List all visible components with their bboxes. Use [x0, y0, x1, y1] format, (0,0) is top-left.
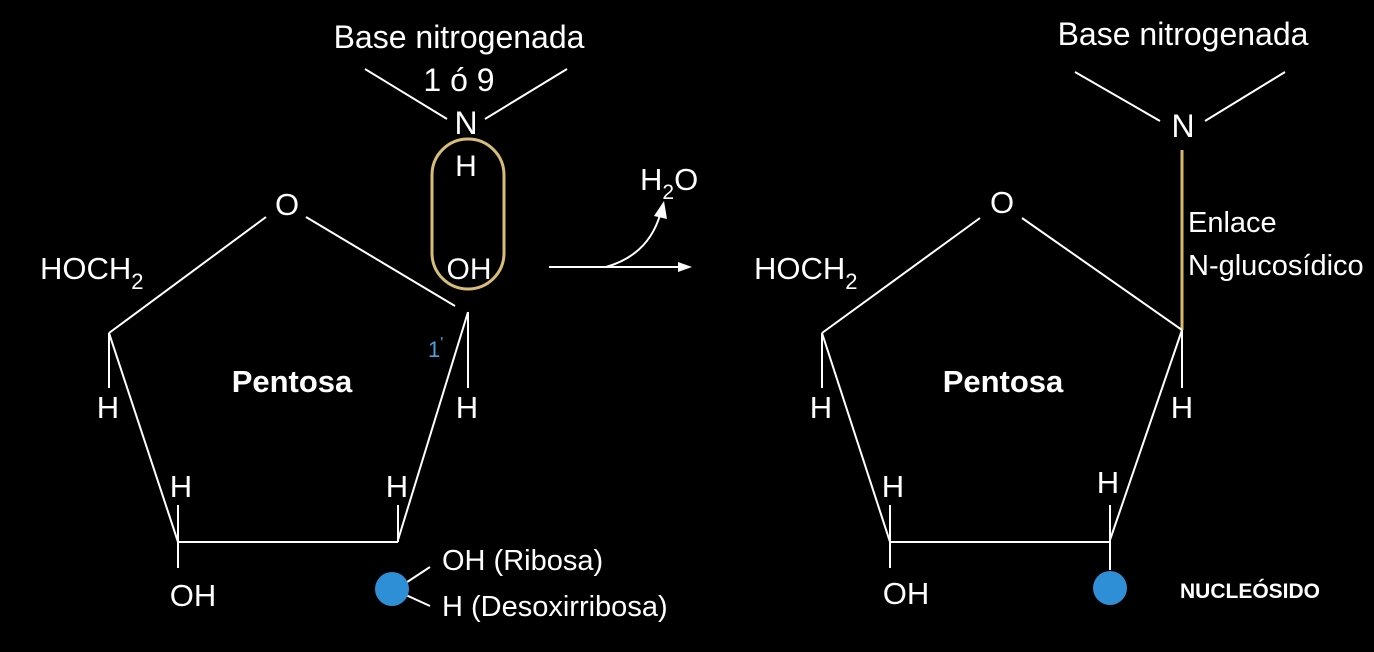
left-atom-n: N: [454, 105, 477, 141]
right-atom-o-ring: O: [990, 185, 1014, 220]
water-release-arrow: [605, 214, 661, 268]
water-o: O: [674, 162, 698, 197]
right-c2-marker: [1093, 571, 1127, 605]
bond-label-line2: N-glucosídico: [1188, 250, 1364, 282]
right-base-line-right: [1204, 71, 1286, 122]
water-h: H: [640, 162, 662, 197]
left-c2-marker: [375, 572, 409, 606]
water-release-arrow-head: [654, 201, 667, 219]
right-ring-bond-c4-o: [821, 217, 981, 334]
left-base-title: Base nitrogenada: [334, 19, 585, 55]
left-ring-bond-c3-c4: [108, 332, 179, 543]
left-atom-oh-right: OH: [447, 253, 492, 286]
right-product: Base nitrogenada N Enlace N-glucosídico …: [754, 16, 1364, 611]
left-oh-c3: OH: [170, 578, 217, 613]
left-base-line-right: [484, 68, 568, 120]
left-base-line-left: [364, 68, 448, 120]
product-label: NUCLEÓSIDO: [1180, 579, 1320, 603]
left-h-c3: H: [170, 469, 192, 504]
right-oh-c3: OH: [883, 576, 930, 611]
water-subscript: 2: [662, 181, 674, 204]
right-base-line-left: [1074, 71, 1161, 122]
left-h-c1: H: [456, 390, 478, 425]
right-atom-n: N: [1171, 108, 1194, 144]
left-oh-ribosa: OH (Ribosa): [442, 545, 603, 577]
reaction-arrow-group: H2O: [549, 162, 698, 272]
right-group-hoch2: HOCH2: [754, 251, 858, 294]
left-hoch-text: HOCH: [40, 251, 131, 286]
left-h-c4: H: [97, 390, 119, 425]
left-h-c2: H: [386, 469, 408, 504]
left-ring-bond-c4-o: [108, 216, 267, 334]
reaction-arrow-head: [678, 262, 692, 272]
bond-label-line1: Enlace: [1188, 207, 1277, 239]
water-molecule: H2O: [640, 162, 698, 204]
left-base-positions: 1 ó 9: [423, 62, 494, 98]
right-h-c3: H: [882, 469, 904, 504]
left-ring-bond-c1-c2: [397, 311, 469, 541]
right-ring-bond-c1-c2: [1109, 329, 1183, 541]
right-hoch-subscript: 2: [845, 269, 857, 294]
left-reactants: Base nitrogenada 1 ó 9 N H OH O HOCH2 1'…: [40, 19, 668, 623]
left-atom-h-top: H: [455, 150, 477, 183]
left-h-desoxirribosa: H (Desoxirribosa): [442, 591, 668, 623]
left-hoch-subscript: 2: [131, 269, 143, 294]
removed-atoms-highlight: [430, 137, 506, 291]
right-h-c4: H: [810, 390, 832, 425]
right-hoch-text: HOCH: [754, 251, 845, 286]
left-ring-label: Pentosa: [232, 364, 353, 399]
left-atom-o-ring: O: [275, 187, 299, 222]
left-ring-bond-o-c1: [305, 216, 456, 307]
right-ring-bond-c3-c4: [821, 332, 891, 543]
left-group-hoch2: HOCH2: [40, 251, 144, 294]
left-carbon-number: 1: [428, 337, 440, 362]
left-carbon-1-label: 1': [428, 335, 443, 362]
left-carbon-prime: ': [440, 335, 443, 352]
right-ring-label: Pentosa: [943, 364, 1064, 399]
right-h-c1: H: [1171, 390, 1193, 425]
right-h-c2: H: [1097, 465, 1119, 500]
right-base-title: Base nitrogenada: [1058, 16, 1309, 52]
right-ring-bond-o-c1: [1021, 217, 1183, 331]
